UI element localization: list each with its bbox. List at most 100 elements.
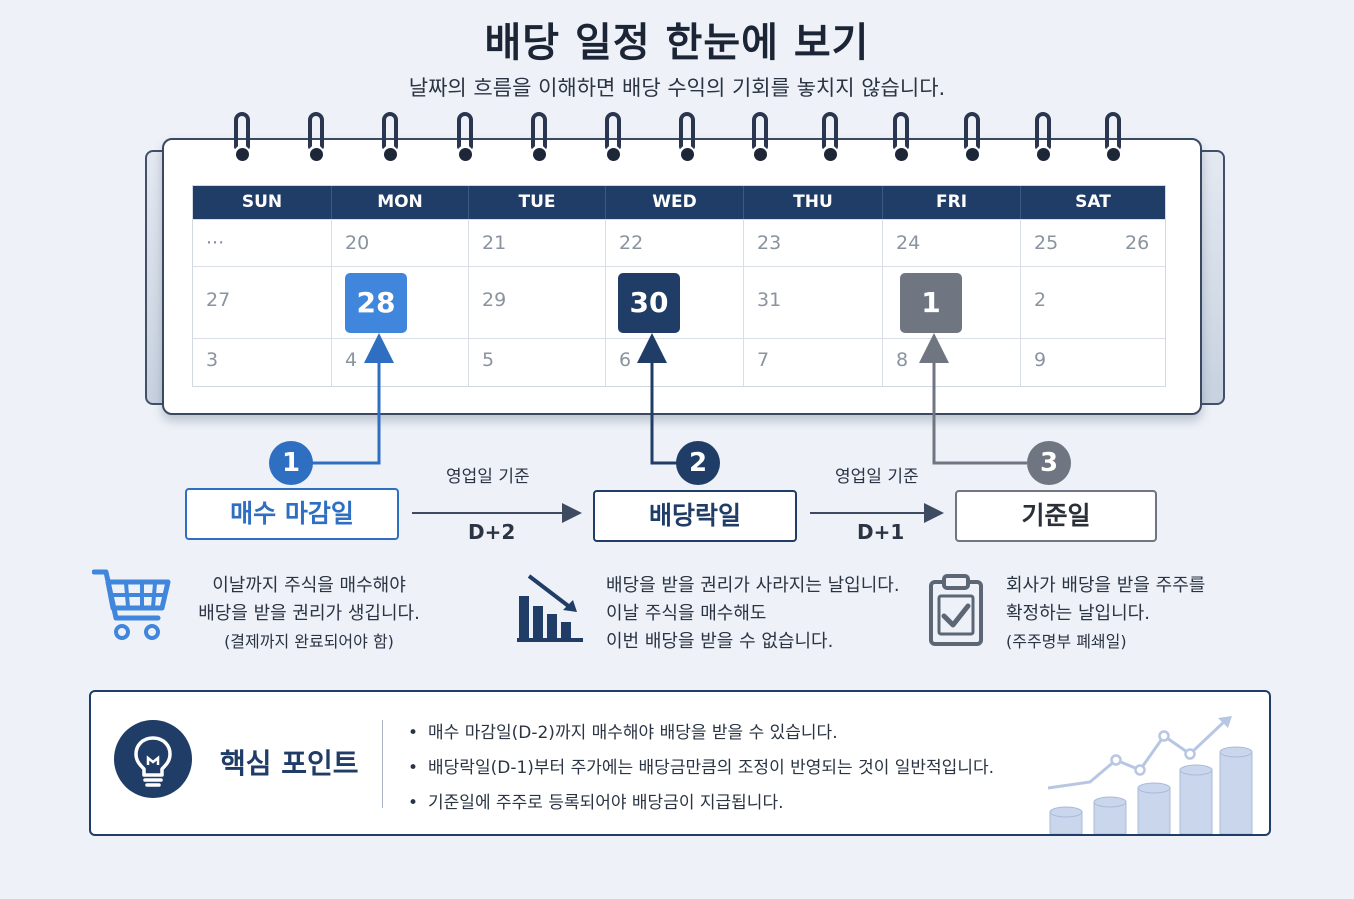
ex-dividend-box: 배당락일	[593, 490, 797, 542]
day-number: 27	[206, 289, 231, 311]
desc-line: 이날 주식을 매수해도	[606, 603, 767, 624]
day-cell: 28	[332, 267, 469, 338]
page-subtitle: 날짜의 흐름을 이해하면 배당 수익의 기회를 놓치지 않습니다.	[408, 76, 946, 100]
day-number: 29	[482, 289, 507, 311]
panel-divider	[382, 720, 383, 808]
day-cell: 1	[883, 267, 1021, 338]
day-cell: 23	[744, 220, 883, 266]
day-cell: 7	[744, 339, 883, 386]
lightbulb-icon	[134, 736, 172, 787]
week-row: 27 28 29 30 31 1 2	[193, 266, 1165, 338]
clipboard-check-icon	[929, 574, 983, 646]
day-number: 3	[206, 349, 219, 371]
ring-icon	[750, 112, 772, 164]
day-number: 7	[757, 349, 770, 371]
ring-icon	[891, 112, 913, 164]
buy-deadline-date: 28	[345, 273, 407, 333]
ring-icon	[232, 112, 254, 164]
day-number: 23	[757, 232, 782, 254]
day-cell: 31	[744, 267, 883, 338]
week-row: 3 4 5 6 7 8 9	[193, 338, 1165, 386]
buy-deadline-description: 이날까지 주식을 매수해야 배당을 받을 권리가 생깁니다. (결제까지 완료되…	[198, 572, 420, 656]
day-cell: 2	[1021, 267, 1165, 338]
day-number: 5	[482, 349, 495, 371]
ring-icon	[603, 112, 625, 164]
record-date-description: 회사가 배당을 받을 주주를 확정하는 날입니다. (주주명부 폐쇄일)	[1006, 572, 1205, 656]
buy-deadline-box: 매수 마감일	[185, 488, 399, 540]
day-number: 21	[482, 232, 507, 254]
ring-icon	[1033, 112, 1055, 164]
day-number: 26	[1125, 232, 1150, 254]
calendar-grid: SUN MON TUE WED THU FRI SAT ··· 20 21 22…	[192, 185, 1166, 387]
ring-icon	[820, 112, 842, 164]
ex-dividend-description: 배당을 받을 권리가 사라지는 날입니다. 이날 주식을 매수해도 이번 배당을…	[606, 572, 900, 656]
week-row: ··· 20 21 22 23 24 25 26	[193, 219, 1165, 266]
day-number: 22	[619, 232, 644, 254]
day-number: 8	[896, 349, 909, 371]
ring-icon	[455, 112, 477, 164]
desc-line: 이번 배당을 받을 수 없습니다.	[606, 631, 834, 652]
key-points-title: 핵심 포인트	[220, 747, 359, 780]
ring-icon	[529, 112, 551, 164]
day-cell: 20	[332, 220, 469, 266]
calendar-rings	[0, 112, 1354, 172]
day-cell: 29	[469, 267, 606, 338]
gap-1-basis: 영업일 기준	[446, 467, 530, 487]
day-cell: 25 26	[1021, 220, 1165, 266]
desc-line: 이날까지 주식을 매수해야	[212, 575, 406, 596]
step-3-badge: 3	[1027, 441, 1071, 485]
desc-note: (결제까지 완료되어야 함)	[224, 632, 394, 651]
day-number: 4	[345, 349, 358, 371]
weekday-sun: SUN	[193, 186, 332, 219]
record-date: 1	[900, 273, 962, 333]
gap-2-offset: D+1	[857, 520, 905, 544]
day-number: ···	[206, 232, 225, 254]
step-1-badge: 1	[269, 441, 313, 485]
desc-line: 배당을 받을 권리가 생깁니다.	[198, 603, 420, 624]
day-number: 24	[896, 232, 921, 254]
lightbulb-badge	[114, 720, 192, 798]
day-cell: 6	[606, 339, 744, 386]
day-number: 2	[1034, 289, 1047, 311]
key-point-item: 배당락일(D-1)부터 주가에는 배당금만큼의 조정이 반영되는 것이 일반적입…	[408, 751, 994, 786]
key-point-item: 매수 마감일(D-2)까지 매수해야 배당을 받을 수 있습니다.	[408, 716, 994, 751]
day-number: 9	[1034, 349, 1047, 371]
day-number: 31	[757, 289, 782, 311]
ring-icon	[380, 112, 402, 164]
day-cell: 30	[606, 267, 744, 338]
weekday-mon: MON	[332, 186, 469, 219]
connector-record	[919, 333, 1027, 465]
weekday-thu: THU	[744, 186, 883, 219]
day-number: 25	[1034, 232, 1059, 254]
day-cell: 8	[883, 339, 1021, 386]
step-2-badge: 2	[676, 441, 720, 485]
day-number: 20	[345, 232, 370, 254]
key-point-item: 기준일에 주주로 등록되어야 배당금이 지급됩니다.	[408, 786, 994, 821]
declining-chart-icon	[517, 574, 583, 642]
day-cell: 21	[469, 220, 606, 266]
shopping-cart-icon	[92, 569, 171, 640]
day-cell: 5	[469, 339, 606, 386]
ring-icon	[306, 112, 328, 164]
desc-line: 회사가 배당을 받을 주주를	[1006, 575, 1206, 596]
page-title: 배당 일정 한눈에 보기	[484, 20, 870, 66]
coin-growth-chart-icon	[1047, 716, 1253, 834]
key-points-list: 매수 마감일(D-2)까지 매수해야 배당을 받을 수 있습니다. 배당락일(D…	[408, 716, 994, 821]
day-cell: 3	[193, 339, 332, 386]
weekday-wed: WED	[606, 186, 744, 219]
weekday-fri: FRI	[883, 186, 1021, 219]
day-cell: 9	[1021, 339, 1165, 386]
gap-1-offset: D+2	[468, 520, 516, 544]
gap-2-basis: 영업일 기준	[835, 467, 919, 487]
day-cell: 4	[332, 339, 469, 386]
ring-icon	[962, 112, 984, 164]
day-cell: 22	[606, 220, 744, 266]
day-cell: ···	[193, 220, 332, 266]
weekday-header: SUN MON TUE WED THU FRI SAT	[193, 186, 1165, 219]
desc-line: 확정하는 날입니다.	[1006, 603, 1150, 624]
record-date-box: 기준일	[955, 490, 1157, 542]
weekday-sat: SAT	[1075, 192, 1111, 212]
weekday-tue: TUE	[469, 186, 606, 219]
desc-note: (주주명부 폐쇄일)	[1006, 632, 1127, 651]
day-cell: 24	[883, 220, 1021, 266]
